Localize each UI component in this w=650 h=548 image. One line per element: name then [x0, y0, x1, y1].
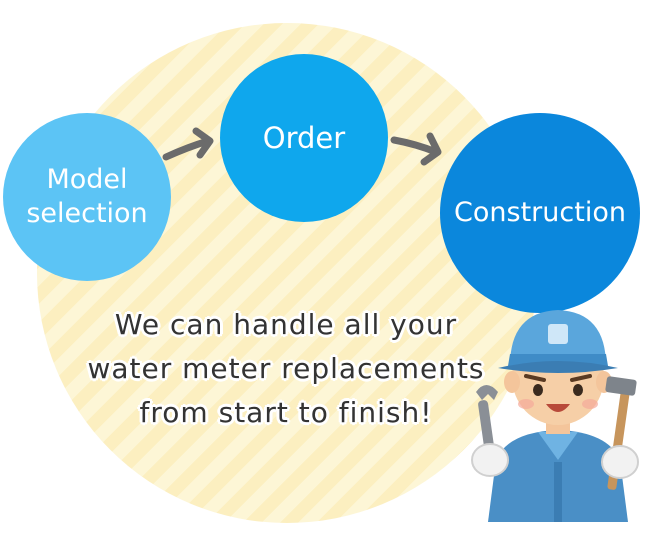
- step-model-selection: Model selection: [3, 113, 171, 281]
- step-order-label: Order: [262, 121, 346, 155]
- worker-illustration: [471, 310, 639, 522]
- step-construction-label: Construction: [454, 197, 626, 228]
- service-message: We can handle all your water meter repla…: [87, 308, 485, 429]
- step-construction: Construction: [440, 113, 640, 313]
- right-arrow-icon: [390, 132, 442, 166]
- step-model-selection-label: Model selection: [26, 164, 148, 229]
- step-order: Order: [220, 54, 388, 222]
- right-arrow-icon: [162, 127, 214, 161]
